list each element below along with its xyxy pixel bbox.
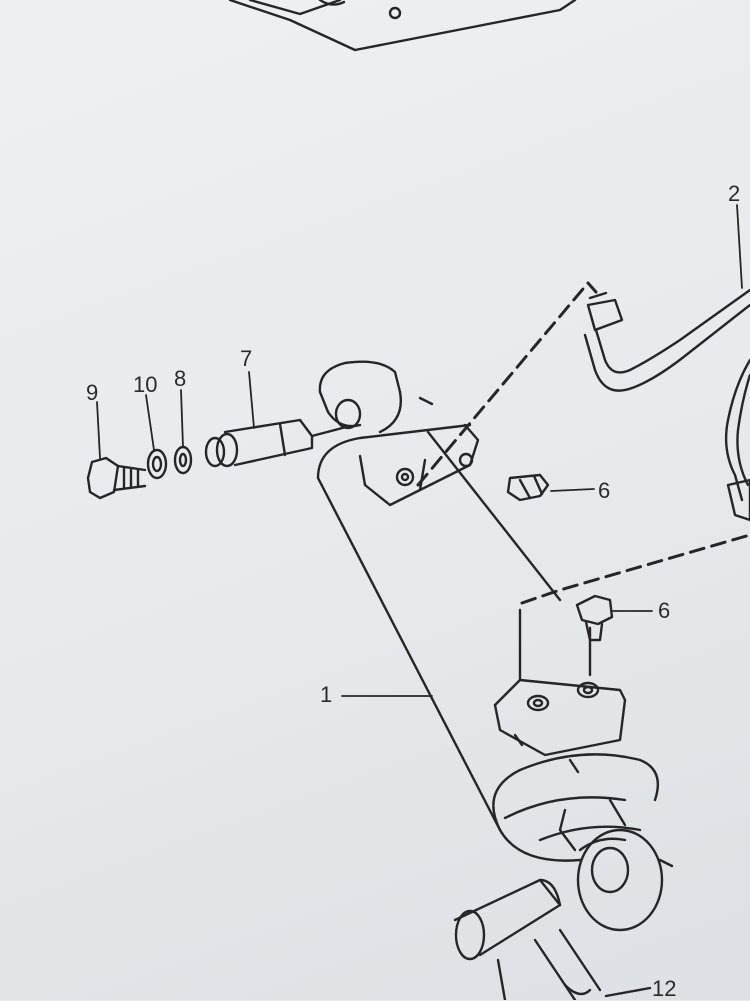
lower-pin-assembly xyxy=(453,878,652,1000)
upper-housing-fragment xyxy=(228,0,577,52)
callout-part-12: 12 xyxy=(652,976,677,1001)
callout-part-7: 7 xyxy=(240,346,253,371)
hydraulic-cylinder xyxy=(316,360,660,862)
callout-part-6-upper: 6 xyxy=(598,478,611,503)
callout-part-9: 9 xyxy=(86,380,99,405)
washer-8 xyxy=(173,445,193,475)
dashed-routing-lines xyxy=(416,281,750,605)
hydraulic-pipe xyxy=(583,288,750,522)
washer-10 xyxy=(146,448,168,480)
callout-part-1: 1 xyxy=(320,682,333,707)
callout-part-6-lower: 6 xyxy=(658,598,671,623)
clevis-pin xyxy=(204,418,352,468)
bolt-9 xyxy=(86,456,147,500)
leader-lines xyxy=(96,204,743,697)
callout-part-8: 8 xyxy=(174,366,187,391)
banjo-fitting-lower xyxy=(575,594,614,642)
banjo-fitting-upper xyxy=(506,473,550,502)
callout-part-2: 2 xyxy=(728,181,741,206)
callout-part-10: 10 xyxy=(133,372,158,397)
rod-end-eye xyxy=(558,798,674,932)
